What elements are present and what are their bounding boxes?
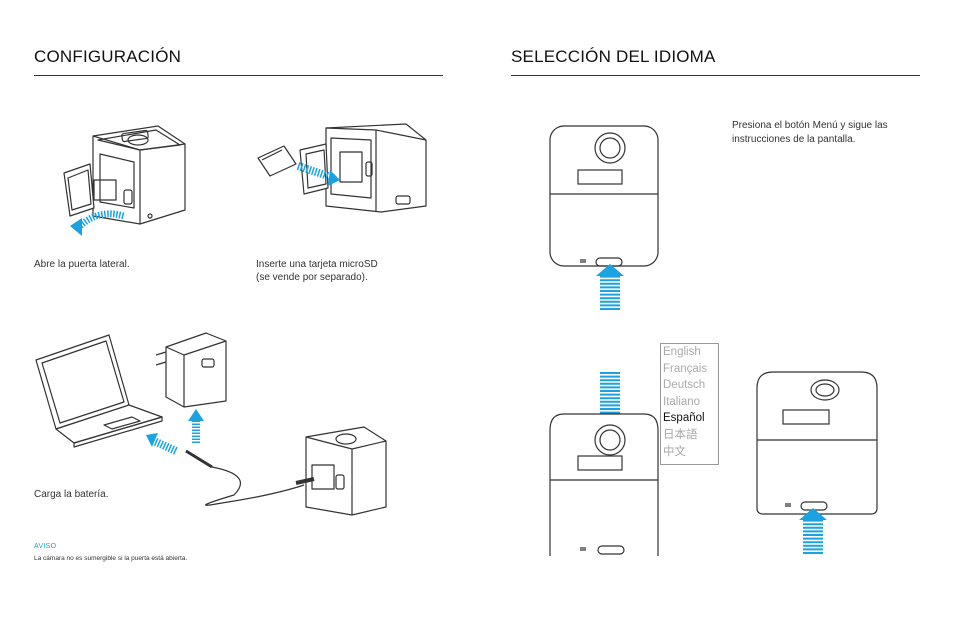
charge-arrow-left: [146, 433, 178, 455]
instruction-line2: instrucciones de la pantalla.: [732, 134, 856, 145]
camera-menu-button-illustration: [549, 125, 659, 310]
insert-microsd-illustration: [257, 123, 427, 213]
language-title-rule: [511, 75, 920, 76]
language-option-japanese[interactable]: 日本語: [663, 428, 698, 441]
charge-arrow-up: [188, 409, 204, 443]
open-door-illustration: [63, 125, 186, 236]
insert-card-arrow: [296, 162, 340, 186]
laptop-icon: [35, 334, 163, 448]
step2-caption-line2: (se vende por separado).: [256, 272, 368, 283]
language-option-italiano[interactable]: Italiano: [663, 395, 701, 408]
language-option-english[interactable]: English: [663, 346, 701, 358]
language-title: SELECCIÓN DEL IDIOMA: [511, 47, 716, 66]
step1-caption: Abre la puerta lateral.: [34, 259, 130, 270]
language-option-chinese[interactable]: 中文: [663, 445, 686, 458]
setup-title: CONFIGURACIÓN: [34, 47, 182, 66]
menu-button-arrow: [596, 264, 624, 310]
camera-confirm-illustration: [756, 371, 878, 554]
open-door-arrow: [70, 210, 125, 236]
charging-illustration: [35, 332, 387, 516]
notice-text: La cámara no es sumergible si la puerta …: [34, 555, 188, 562]
language-option-francais[interactable]: Français: [663, 362, 708, 375]
step2-caption-line1: Inserte una tarjeta microSD: [256, 259, 378, 270]
camera-shutter-illustration: [549, 372, 659, 556]
step3-caption: Carga la batería.: [34, 489, 109, 500]
camera-icon: [305, 426, 387, 516]
confirm-button-arrow: [799, 508, 827, 554]
setup-title-rule: [34, 75, 443, 76]
instruction-line1: Presiona el botón Menú y sigue las: [732, 120, 888, 131]
language-option-espanol[interactable]: Español: [663, 412, 705, 425]
language-menu: English Français Deutsch Italiano Españo…: [660, 343, 719, 465]
wall-charger-icon: [155, 332, 227, 408]
notice-label: AVISO: [34, 543, 57, 550]
language-option-deutsch[interactable]: Deutsch: [663, 379, 706, 392]
